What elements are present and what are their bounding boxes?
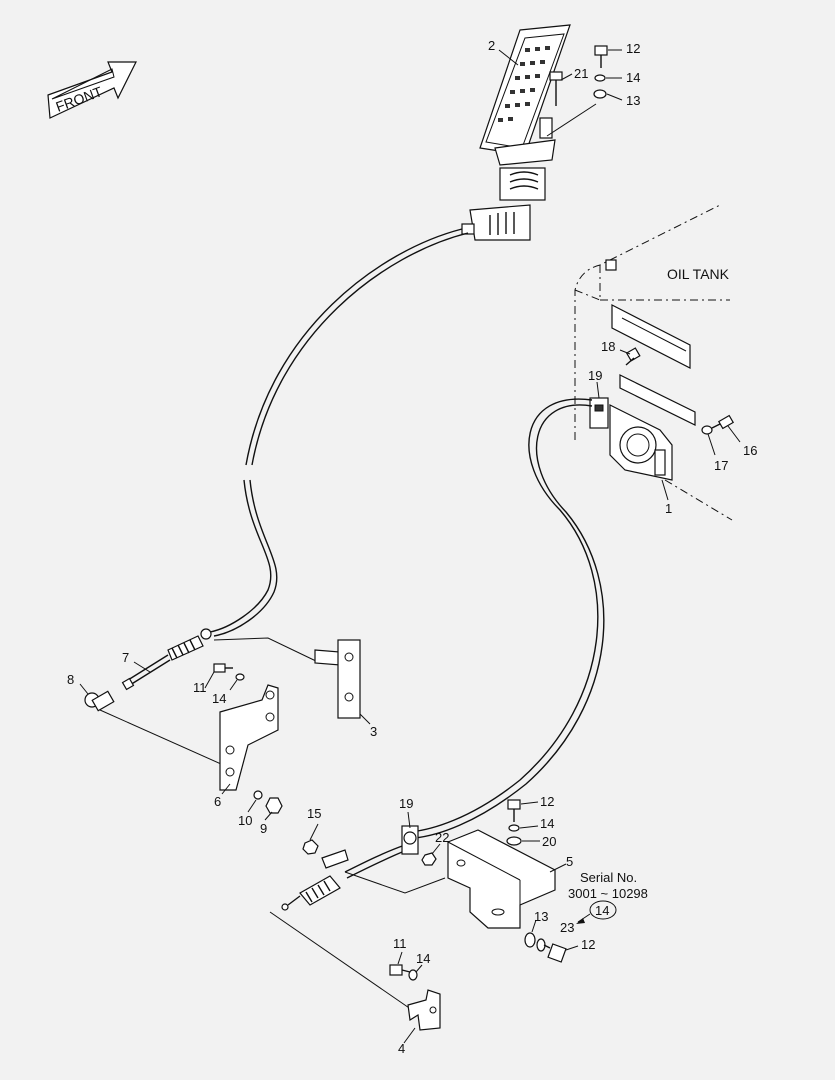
bolt-21 [549, 71, 563, 106]
callout-12-mid: 12 [540, 794, 554, 809]
accelerator-pedal [461, 24, 571, 241]
bracket-5 [447, 829, 556, 929]
bracket-3 [314, 639, 361, 719]
tank-bracket-upper [611, 304, 691, 369]
callout-11-upper: 11 [193, 680, 207, 695]
callout-14-upper: 14 [212, 691, 226, 706]
bolt-12-mid [507, 799, 521, 822]
callout-22: 22 [435, 830, 449, 845]
callout-1: 1 [665, 501, 672, 516]
callout-12-lower: 12 [581, 937, 595, 952]
callout-10: 10 [238, 813, 252, 828]
bolt-16 [711, 414, 735, 430]
bolt-12-top [594, 45, 608, 68]
washer-13-lower [524, 932, 536, 948]
callout-14-top: 14 [626, 70, 640, 85]
serial-line1: Serial No. [580, 870, 637, 885]
callout-16: 16 [743, 443, 757, 458]
bracket-4 [407, 989, 441, 1031]
washer-14-upper [235, 673, 245, 681]
callout-5: 5 [566, 854, 573, 869]
callout-14-mid: 14 [540, 816, 554, 831]
callout-14-lower: 14 [416, 951, 430, 966]
bolt-18 [625, 347, 641, 366]
bolt-12-lower [543, 943, 567, 963]
callout-19-top: 19 [588, 368, 602, 383]
clamp-19-lower [401, 825, 419, 855]
ball-joint-8 [84, 690, 115, 712]
front-arrow: FRONT [47, 61, 137, 119]
bolt-11-lower [389, 964, 411, 976]
callout-17: 17 [714, 458, 728, 473]
washer-20 [506, 836, 522, 846]
washer-14-top [594, 74, 606, 82]
callout-11-lower: 11 [393, 936, 407, 951]
oil-tank-outline: OIL TANK [574, 204, 733, 521]
callout-2: 2 [488, 38, 495, 53]
callout-12-top: 12 [626, 41, 640, 56]
callout-23: 23 [560, 920, 574, 935]
callout-13-top: 13 [626, 93, 640, 108]
callout-8: 8 [67, 672, 74, 687]
callout-7: 7 [122, 650, 129, 665]
callout-6: 6 [214, 794, 221, 809]
callout-9: 9 [260, 821, 267, 836]
callout-15: 15 [307, 806, 321, 821]
washer-17 [701, 425, 713, 435]
serial-ref: 14 [595, 903, 609, 918]
washer-14-lower [536, 938, 546, 952]
leader-lines [79, 49, 741, 1044]
controller-cable [409, 398, 599, 833]
nut-15 [302, 839, 319, 855]
callout-20: 20 [542, 834, 556, 849]
nut-22 [421, 852, 437, 866]
serial-note: Serial No. 3001 ~ 10298 14 [568, 870, 648, 924]
washer-10 [253, 790, 263, 800]
washer-14-lower-left [408, 969, 418, 981]
lower-cable-end [281, 849, 349, 911]
bracket-6 [219, 684, 279, 791]
callout-21: 21 [574, 66, 588, 81]
callout-19-lower: 19 [399, 796, 413, 811]
callout-13-lower: 13 [534, 909, 548, 924]
callout-3: 3 [370, 724, 377, 739]
oil-tank-label: OIL TANK [667, 266, 730, 282]
throttle-controller [589, 374, 696, 481]
callouts: 2 12 21 14 13 18 19 16 17 1 7 8 11 14 3 … [67, 38, 757, 1056]
washer-13-top [593, 89, 607, 99]
callout-18: 18 [601, 339, 615, 354]
callout-4: 4 [398, 1041, 405, 1056]
nut-9 [265, 797, 283, 814]
serial-line2: 3001 ~ 10298 [568, 886, 648, 901]
washer-14-mid [508, 824, 520, 832]
bolt-11-upper [213, 663, 233, 673]
pedal-cable [245, 228, 463, 466]
cable-rod-7 [121, 628, 212, 691]
